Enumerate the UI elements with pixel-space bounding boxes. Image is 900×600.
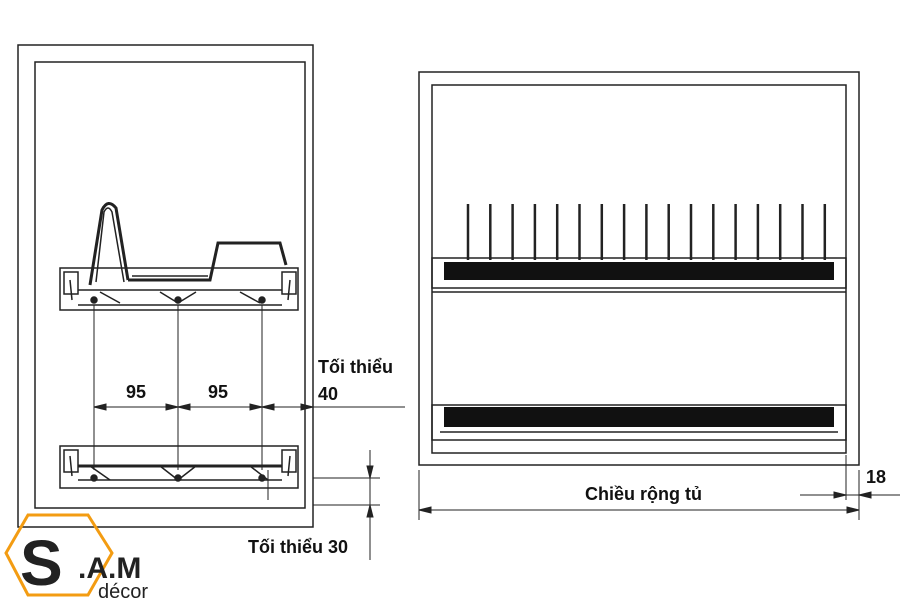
side-gap-label: 18 (866, 467, 886, 487)
width-dimension (418, 455, 900, 520)
guide-lines (93, 305, 269, 500)
lower-rail (59, 445, 299, 489)
spacing-left-label: 95 (126, 382, 146, 402)
cabinet-width-label: Chiều rộng tủ (585, 484, 702, 504)
side-view (17, 44, 405, 560)
spacing-dimension-line (93, 403, 405, 411)
cabinet-side-outer (17, 44, 314, 528)
front-view (418, 71, 900, 520)
min-top-label: Tối thiểu (318, 357, 393, 377)
min-bottom-label: Tối thiểu 30 (248, 537, 348, 557)
lower-dish-rack (431, 404, 847, 441)
cabinet-side-inner (34, 61, 306, 509)
upper-rail (59, 267, 299, 311)
upper-dish-rack (431, 204, 847, 293)
bottom-min-dimension (313, 450, 380, 560)
logo-sub: décor (98, 581, 148, 600)
logo-s: S (20, 527, 63, 599)
logo-hexagon (4, 513, 114, 597)
cabinet-front-outer (418, 71, 860, 466)
spacing-right-label: 95 (208, 382, 228, 402)
upper-rack (88, 202, 288, 286)
logo-rest: .A.M (78, 552, 141, 585)
sam-decor-logo: S .A.M décor (4, 513, 148, 600)
min-top-value: 40 (318, 384, 338, 404)
